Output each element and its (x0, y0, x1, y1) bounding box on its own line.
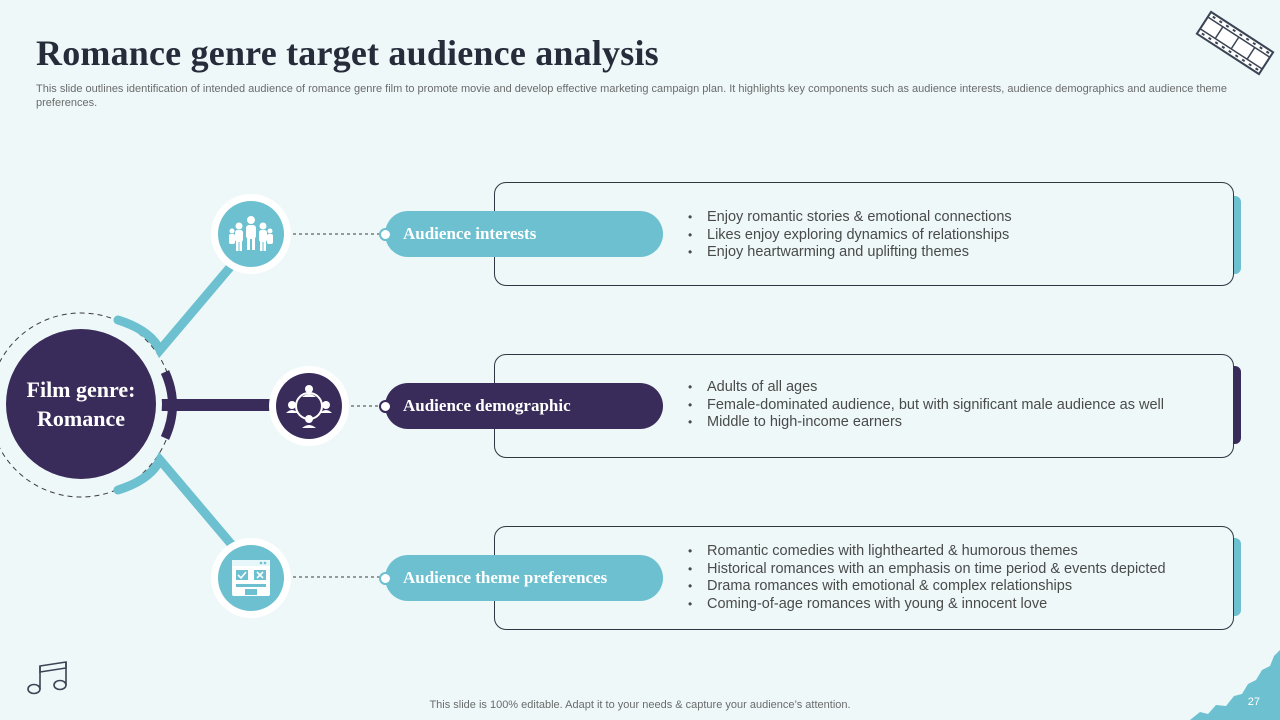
music-note-icon (27, 661, 67, 695)
connector-dot (379, 572, 392, 585)
connector-dot (379, 400, 392, 413)
group-people-icon (229, 216, 273, 251)
audience-interests-label: Audience interests (403, 224, 537, 243)
list-item: Enjoy romantic stories & emotional conne… (688, 209, 1233, 227)
list-item: Romantic comedies with lighthearted & hu… (688, 543, 1233, 561)
hub-line-2: Romance (37, 406, 125, 431)
slide-subtitle: This slide outlines identification of in… (36, 83, 1227, 109)
decorative-corner (1190, 650, 1280, 720)
audience-demographic-icon-circle (269, 366, 349, 446)
audience-demographic-pill: Audience demographic (379, 383, 663, 429)
audience-interests-icon-circle (211, 194, 291, 274)
audience-demographic-label: Audience demographic (403, 396, 571, 415)
list-item: Middle to high-income earners (688, 414, 1233, 432)
list-item: Coming-of-age romances with young & inno… (688, 596, 1233, 614)
list-item: Historical romances with an emphasis on … (688, 561, 1233, 579)
audience-theme-icon-circle (211, 538, 291, 618)
hub-circle: Film genre: Romance (6, 329, 156, 479)
audience-theme-list: Romantic comedies with lighthearted & hu… (495, 527, 1233, 613)
list-item: Likes enjoy exploring dynamics of relati… (688, 227, 1233, 245)
audience-interests-pill: Audience interests (379, 211, 663, 257)
slide-title: Romance genre target audience analysis (36, 33, 659, 73)
list-item: Female-dominated audience, but with sign… (688, 397, 1233, 415)
audience-interests-list: Enjoy romantic stories & emotional conne… (495, 183, 1233, 262)
audience-demographic-list: Adults of all ages Female-dominated audi… (495, 355, 1233, 432)
audience-theme-pill: Audience theme preferences (379, 555, 663, 601)
film-strip-icon (1195, 10, 1275, 76)
connector-dot (379, 228, 392, 241)
audience-theme-label: Audience theme preferences (403, 568, 608, 587)
list-item: Enjoy heartwarming and uplifting themes (688, 244, 1233, 262)
network-people-icon (286, 385, 332, 428)
page-number: 27 (1247, 696, 1260, 708)
list-item: Adults of all ages (688, 379, 1233, 397)
list-item: Drama romances with emotional & complex … (688, 578, 1233, 596)
slide-footer: This slide is 100% editable. Adapt it to… (429, 699, 851, 711)
dashboard-window-icon (232, 560, 270, 596)
hub-line-1: Film genre: (26, 377, 136, 402)
